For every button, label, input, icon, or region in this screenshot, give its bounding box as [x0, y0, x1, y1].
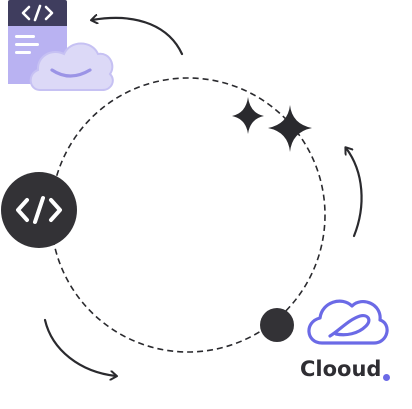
sparkle-icon: [232, 97, 312, 152]
brand-wordmark: Clooud: [300, 357, 382, 381]
code-brackets-icon: [21, 4, 53, 22]
curved-arrow-icon: [43, 318, 116, 376]
code-brackets-icon: [16, 196, 62, 224]
document-header: [8, 0, 67, 26]
curved-arrow-icon: [346, 148, 363, 238]
code-node: [1, 172, 77, 248]
brand-accent-dot: [383, 374, 390, 381]
smiling-cloud-icon: [29, 42, 114, 91]
text-line: [15, 35, 35, 38]
text-line: [15, 43, 39, 46]
text-line: [15, 51, 31, 54]
cloud-logo-icon: [307, 299, 389, 345]
curved-arrow-icon: [92, 18, 184, 56]
dot-icon: [260, 308, 294, 342]
